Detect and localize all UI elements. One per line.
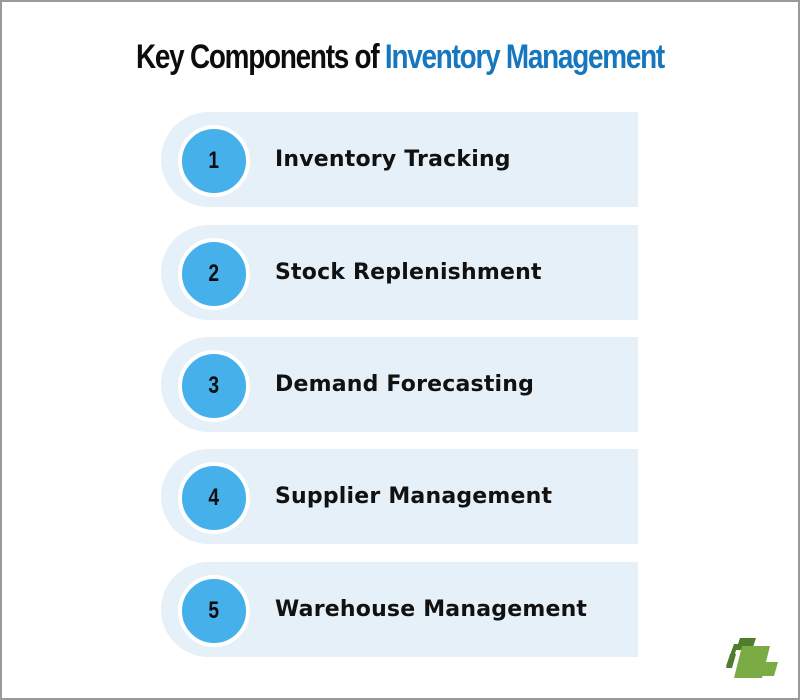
title-accent: Inventory Management [384, 38, 665, 76]
page-title: Key Components of Inventory Management [72, 38, 728, 77]
list-item: 2 Stock Replenishment [161, 225, 638, 320]
item-label: Demand Forecasting [275, 372, 535, 397]
title-prefix: Key Components of [135, 38, 380, 76]
number-badge: 4 [178, 462, 250, 534]
item-label: Stock Replenishment [275, 260, 542, 285]
item-label: Inventory Tracking [275, 147, 511, 172]
green-parallelogram-logo-icon [726, 638, 778, 678]
list-item: 4 Supplier Management [161, 449, 638, 544]
number-badge: 3 [178, 350, 250, 422]
item-label: Supplier Management [275, 484, 553, 509]
list-item: 5 Warehouse Management [161, 562, 638, 657]
list-item: 1 Inventory Tracking [161, 112, 638, 207]
number-badge: 5 [178, 575, 250, 647]
item-label: Warehouse Management [275, 597, 588, 622]
number-badge: 2 [178, 238, 250, 310]
number-badge: 1 [178, 125, 250, 197]
list-item: 3 Demand Forecasting [161, 337, 638, 432]
